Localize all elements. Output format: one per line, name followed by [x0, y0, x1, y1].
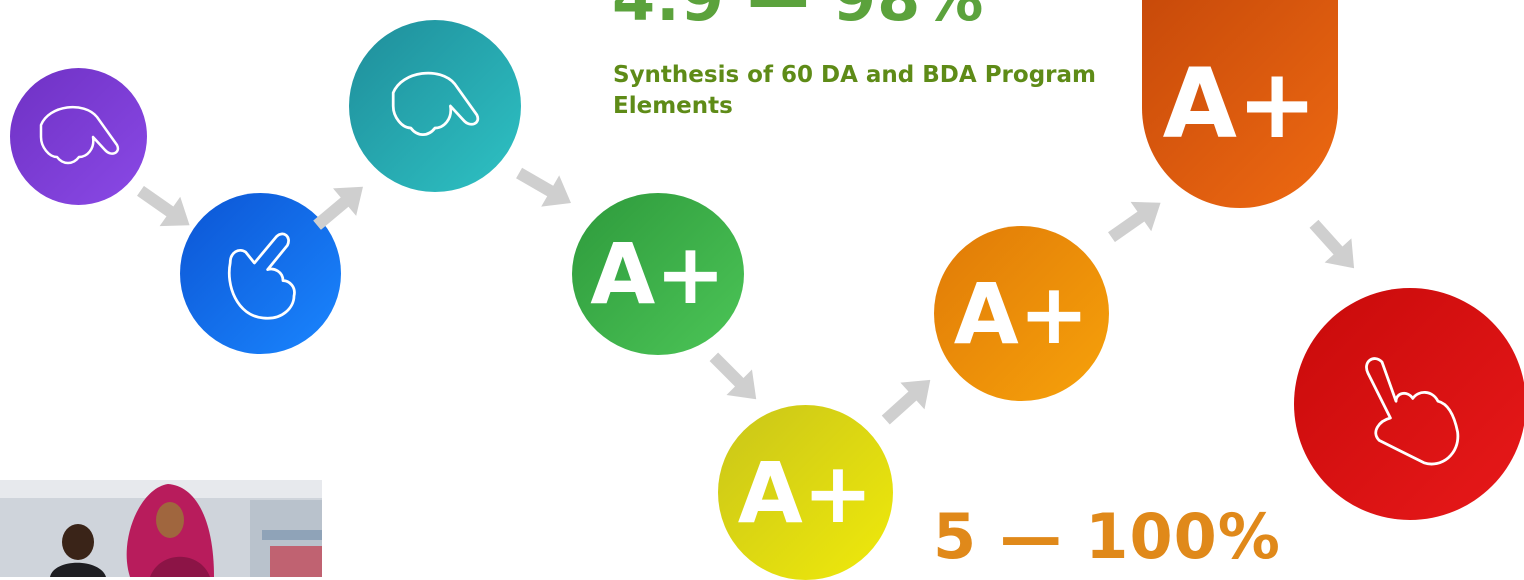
- hand-pointing-up-right-icon: [227, 232, 296, 320]
- hand-pointing-down-icon: [1365, 357, 1460, 466]
- step-4-circle: A+: [572, 193, 744, 355]
- step-8-circle: [1294, 288, 1524, 520]
- step-4-grade: A+: [590, 225, 726, 323]
- arrow-2-to-3: [304, 171, 376, 240]
- arrow-3-to-4: [509, 156, 581, 221]
- top-score-label: 4.9 — 98%: [612, 0, 984, 35]
- bottom-score-label: 5 — 100%: [933, 500, 1281, 573]
- step-6-grade: A+: [953, 264, 1090, 363]
- top-description-label: Synthesis of 60 DA and BDA Program Eleme…: [613, 62, 1096, 119]
- hand-pointing-up-left-icon: [39, 105, 119, 164]
- step-2-circle: [180, 193, 341, 354]
- arrow-4-to-5: [700, 343, 771, 414]
- step-7-grade: A+: [1162, 48, 1318, 160]
- hand-pointing-up-left-icon: [391, 71, 480, 136]
- step-1-circle: [10, 68, 147, 205]
- arrow-1-to-2: [129, 174, 201, 241]
- step-6-circle: A+: [934, 226, 1109, 401]
- arrow-5-to-6: [872, 365, 943, 435]
- step-7-circle: A+: [1142, 0, 1338, 208]
- step-3-circle: [349, 20, 521, 192]
- arrow-7-to-8: [1299, 210, 1369, 281]
- step-5-grade: A+: [737, 443, 874, 542]
- arrow-6-to-7: [1100, 186, 1172, 253]
- step-5-circle: A+: [718, 405, 893, 580]
- people-photo: [0, 480, 322, 577]
